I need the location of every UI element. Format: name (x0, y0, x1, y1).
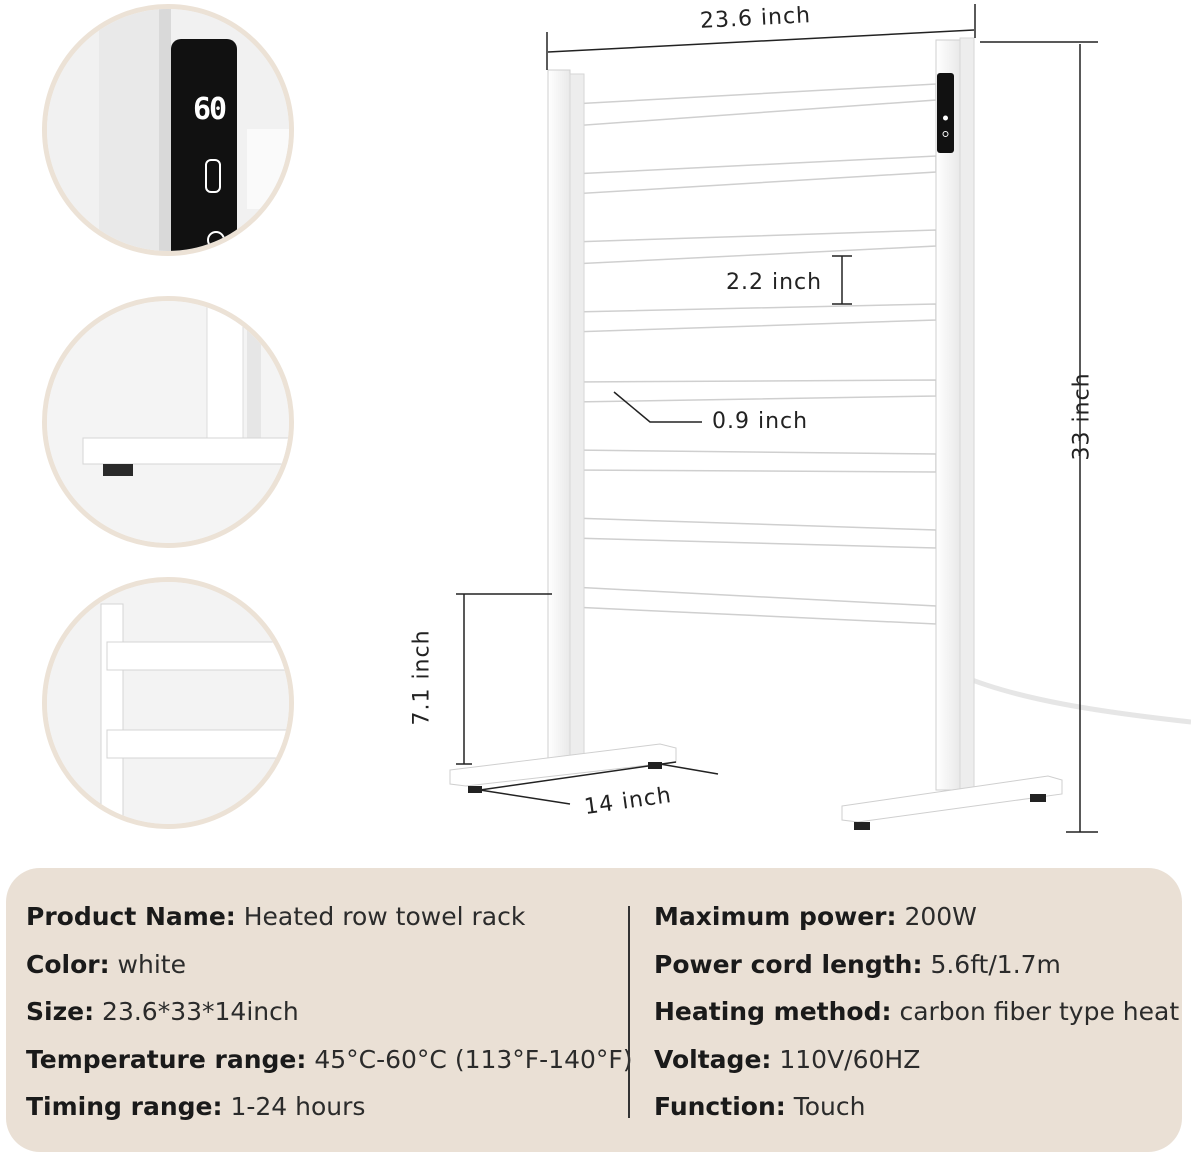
specs-right-column: Maximum power: 200W Power cord length: 5… (654, 898, 1179, 1136)
specifications-panel: Product Name: Heated row towel rack Colo… (6, 868, 1182, 1152)
spec-label: Size: (26, 997, 95, 1026)
control-panel-illustration (47, 9, 289, 251)
leg-height-label: 7.1 inch (409, 629, 435, 726)
spec-label: Maximum power: (654, 902, 897, 931)
spec-value: Heated row towel rack (243, 902, 526, 931)
spec-label: Heating method: (654, 997, 892, 1026)
spec-label: Power cord length: (654, 949, 923, 979)
thermometer-icon (205, 159, 221, 193)
power-cord (961, 673, 1191, 725)
rail-joint-illustration (47, 582, 289, 824)
spec-label: Product Name: (26, 902, 236, 931)
spec-timing-range: Timing range: 1-24 hours (26, 1088, 633, 1136)
control-display (937, 73, 954, 153)
spec-value: 1-24 hours (230, 1092, 366, 1121)
towel-rack-diagram (449, 4, 1191, 833)
dimension-lines (456, 4, 1098, 833)
spec-heating-method: Heating method: carbon fiber type heat (654, 993, 1179, 1041)
height-label: 33 inch (1069, 372, 1095, 461)
spec-label: Voltage: (654, 1044, 772, 1074)
control-panel-detail: 60 (42, 4, 294, 256)
right-foot (841, 775, 1063, 830)
right-post (935, 37, 975, 791)
spec-value: 23.6*33*14inch (102, 997, 299, 1026)
spec-voltage: Voltage: 110V/60HZ (654, 1041, 1179, 1089)
spec-value: carbon fiber type heat (899, 997, 1180, 1026)
left-post (547, 69, 585, 771)
spec-value: 200W (904, 902, 977, 931)
spec-size: Size: 23.6*33*14inch (26, 993, 633, 1041)
specs-left-column: Product Name: Heated row towel rack Colo… (26, 898, 633, 1136)
towel-bars (571, 83, 937, 625)
rail-joint-detail (42, 577, 294, 829)
spec-value: 5.6ft/1.7m (930, 949, 1061, 979)
timer-icon (207, 231, 225, 249)
base-foot-detail (42, 296, 294, 548)
bar-spacing-label: 2.2 inch (726, 270, 823, 295)
spec-temperature-range: Temperature range: 45°C-60°C (113°F-140°… (26, 1041, 633, 1089)
spec-function: Function: Touch (654, 1088, 1179, 1136)
spec-color: Color: white (26, 946, 633, 994)
spec-power-cord-length: Power cord length: 5.6ft/1.7m (654, 946, 1179, 994)
display-readout: 60 (193, 92, 227, 127)
bar-width-label: 0.9 inch (712, 409, 809, 434)
spec-product-name: Product Name: Heated row towel rack (26, 898, 633, 946)
spec-maximum-power: Maximum power: 200W (654, 898, 1179, 946)
spec-value: white (117, 949, 186, 979)
spec-value: Touch (793, 1092, 866, 1121)
base-foot-illustration (47, 301, 289, 543)
spec-label: Color: (26, 949, 110, 979)
spec-label: Temperature range: (26, 1044, 307, 1074)
column-divider (628, 906, 630, 1118)
spec-value: 45°C-60°C (113°F-140°F) (314, 1044, 633, 1074)
spec-label: Function: (654, 1092, 786, 1121)
spec-value: 110V/60HZ (779, 1044, 921, 1074)
spec-label: Timing range: (26, 1092, 223, 1121)
